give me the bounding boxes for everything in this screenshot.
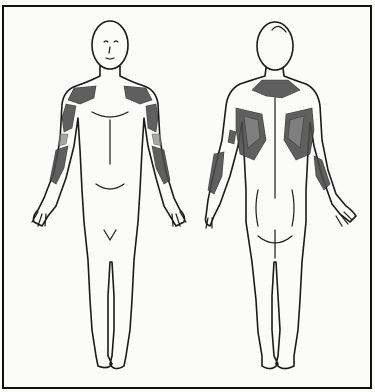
back-upper-neck-shade <box>252 80 300 98</box>
front-right-forearm-shade <box>152 146 170 184</box>
back-body-outline <box>206 68 357 369</box>
back-left-forearm-shade <box>208 152 224 194</box>
front-left-shoulder-shade <box>68 86 96 104</box>
back-right-forearm-shade <box>314 156 330 190</box>
front-right-shoulder-shade <box>124 86 152 104</box>
back-head <box>257 22 293 70</box>
front-head <box>92 21 128 69</box>
front-left-upperarm-shade <box>62 104 76 132</box>
front-body-outline <box>34 66 185 369</box>
front-right-upperarm-shade <box>146 104 158 132</box>
front-view-figure <box>32 21 186 369</box>
back-view-figure <box>206 22 357 369</box>
